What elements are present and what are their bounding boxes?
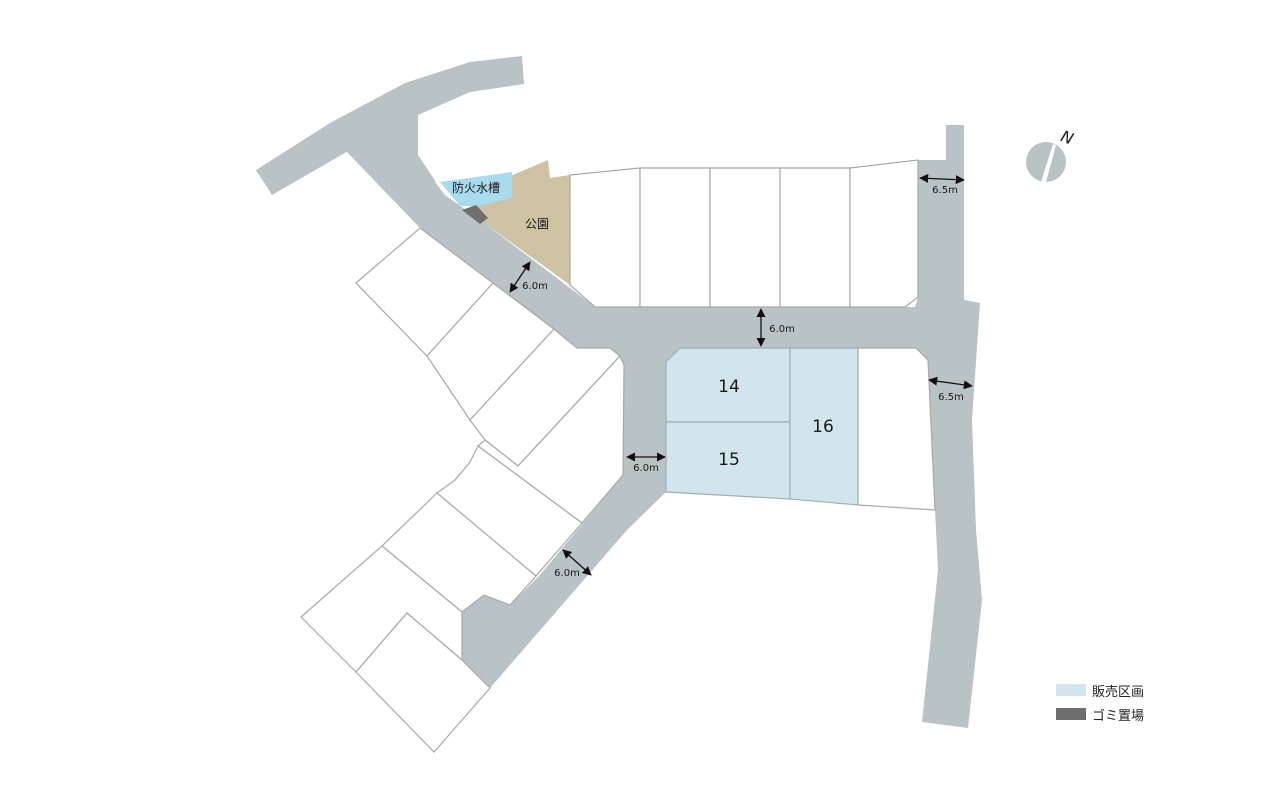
dimension-label: 6.0m [769, 324, 795, 335]
fire-cistern-label: 防火水槽 [452, 180, 500, 195]
dimension-label: 6.5m [938, 392, 964, 403]
lot-15-number: 15 [718, 450, 740, 470]
road-northwest [256, 56, 524, 195]
legend-item-sale-lot: 販売区画 [1056, 678, 1144, 702]
lot [779, 167, 851, 308]
garbage-swatch-icon [1056, 708, 1086, 720]
sale-lot-swatch-icon [1056, 684, 1086, 696]
dimension-arrow-icon [562, 549, 592, 576]
legend-label: 販売区画 [1092, 684, 1145, 700]
roads [256, 56, 982, 728]
north-label: N [1058, 127, 1076, 149]
dimension-label: 6.0m [633, 463, 659, 474]
lots-north [569, 159, 919, 308]
dimension-markers: 6.0m 6.0m 6.5m 6.5m 6.0m 6.0m [509, 173, 973, 579]
north-needle-icon [1041, 144, 1056, 182]
lot [569, 167, 641, 308]
dimension-label: 6.0m [522, 281, 548, 292]
dimension-label: 6.5m [932, 185, 958, 196]
dimension-arrow-icon [919, 173, 965, 185]
fire-cistern-zone [440, 172, 512, 206]
lot [709, 167, 781, 308]
lot [849, 159, 919, 308]
dimension-arrow-icon [509, 261, 531, 293]
lots-west [300, 227, 625, 753]
north-arrow-icon [1026, 142, 1066, 182]
lot [355, 612, 491, 753]
garbage-area [462, 205, 488, 224]
lot [639, 167, 711, 308]
lot [857, 347, 936, 511]
dimension-label: 6.0m [554, 568, 580, 579]
legend-item-garbage: ゴミ置場 [1056, 702, 1144, 726]
lots-center: 14 15 16 [665, 347, 936, 511]
lot-14-number: 14 [718, 377, 740, 397]
lot-16-number: 16 [812, 417, 834, 437]
road-diagonal-north [345, 125, 982, 728]
park-area: 防火水槽 公園 [440, 160, 570, 285]
legend-label: ゴミ置場 [1092, 708, 1145, 724]
park-label: 公園 [525, 217, 549, 231]
compass: N [1026, 127, 1076, 182]
legend: 販売区画 ゴミ置場 [1056, 678, 1144, 726]
dimension-arrow-icon [928, 376, 973, 390]
